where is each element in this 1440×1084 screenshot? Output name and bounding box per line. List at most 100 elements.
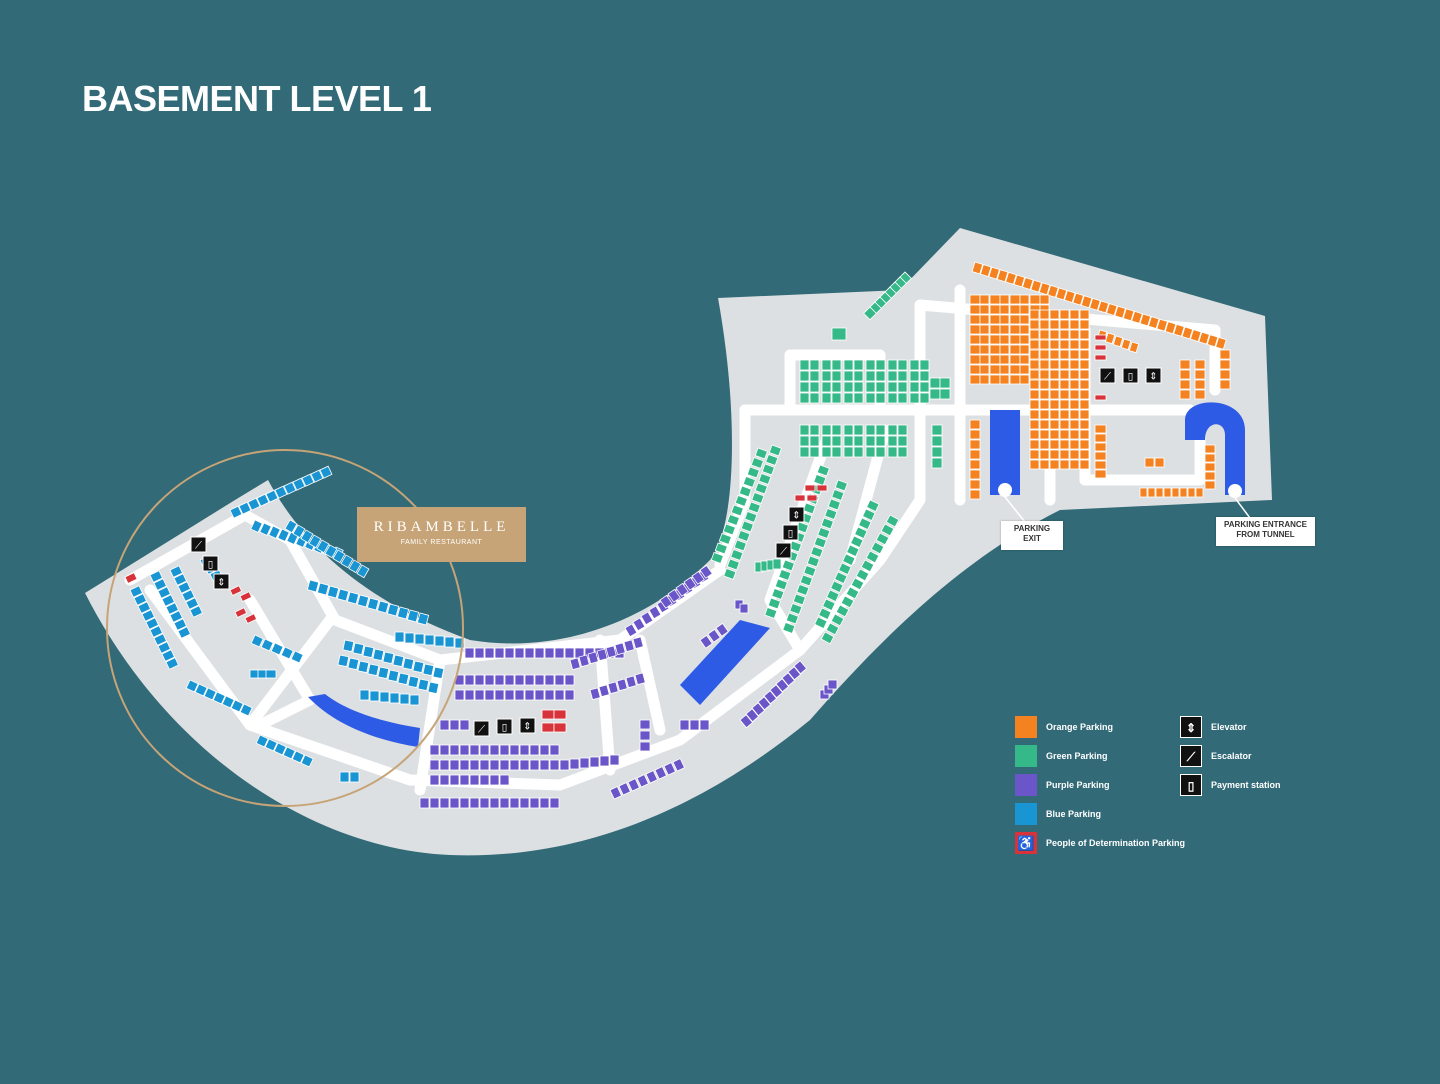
parking-stall (999, 324, 1010, 335)
parking-stall (427, 681, 440, 695)
parking-stall (479, 774, 490, 786)
parking-stall (831, 392, 842, 404)
parking-stall (1059, 359, 1070, 370)
parking-stall (1030, 279, 1042, 293)
parking-stall (308, 534, 322, 549)
parking-stall (1171, 487, 1180, 498)
parking-stall (424, 634, 435, 646)
parking-stall (514, 674, 525, 686)
restaurant-zone-circle (106, 449, 464, 807)
parking-stall (1009, 324, 1021, 335)
parking-stall (744, 510, 758, 523)
elevator-icon: ⇕ (213, 573, 230, 590)
parking-stall (1069, 449, 1080, 460)
parking-stall (347, 657, 360, 671)
parking-stall (854, 526, 868, 540)
parking-stall (999, 314, 1010, 325)
parking-stall (1063, 290, 1076, 304)
parking-stall (782, 621, 796, 634)
parking-stall (799, 424, 810, 436)
parking-stall (1059, 439, 1070, 450)
parking-stall (250, 519, 263, 533)
legend-purple-parking: Purple Parking (1015, 774, 1110, 796)
parking-stall (989, 374, 1001, 385)
parking-stall (389, 692, 400, 704)
parking-stall (157, 641, 171, 654)
elevator-icon: ⇕ (788, 506, 805, 523)
parking-stall (544, 674, 555, 686)
parking-stall (850, 577, 865, 591)
parking-stall (999, 364, 1010, 375)
parking-stall (623, 639, 635, 653)
parking-stall (726, 513, 740, 526)
parking-stall (1019, 344, 1030, 355)
exit-ramp (990, 410, 1020, 495)
parking-stall (230, 699, 244, 713)
parking-stall (793, 660, 808, 675)
parking-stall (689, 719, 700, 731)
parking-stall (1204, 480, 1216, 490)
parking-stall (969, 459, 981, 470)
parking-stall (999, 294, 1010, 305)
elevator-icon: ⇕ (519, 717, 536, 734)
parking-stall (177, 626, 191, 639)
parking-stall (1009, 314, 1021, 325)
parking-stall (429, 759, 440, 771)
parking-stall (969, 489, 981, 500)
parking-stall (1069, 459, 1080, 470)
parking-stall (654, 766, 668, 780)
parking-stall (1059, 419, 1070, 430)
parking-stall (909, 392, 920, 404)
escalator-icon: ⟋ (1180, 745, 1202, 767)
parking-stall (165, 602, 179, 615)
parking-stall (300, 529, 314, 544)
parking-stall (659, 594, 673, 609)
parking-stall (449, 797, 460, 809)
parking-stall (806, 555, 820, 568)
parking-stall (1198, 331, 1210, 345)
restaurant-label[interactable]: RIBAMBELLE FAMILY RESTAURANT (357, 507, 526, 562)
parking-stall (733, 539, 747, 552)
parking-stall (816, 464, 830, 477)
parking-stall (632, 636, 644, 650)
parking-stall (539, 797, 550, 809)
parking-stall (306, 579, 320, 593)
parking-stall (544, 689, 555, 701)
parking-stall (843, 359, 854, 371)
parking-stall (169, 565, 183, 578)
parking-stall (494, 689, 505, 701)
parking-stall (406, 609, 420, 623)
parking-stall (799, 574, 813, 587)
entrance-callout-line (1234, 497, 1251, 519)
parking-stall (1029, 459, 1040, 470)
parking-stall (809, 446, 820, 458)
parking-stall (386, 603, 400, 617)
parking-stall (324, 544, 338, 559)
parking-stall (1079, 319, 1090, 330)
parking-stall (277, 528, 290, 542)
parking-stall (1179, 369, 1191, 380)
parking-stall (929, 388, 941, 400)
svg-text:▯: ▯ (1128, 372, 1134, 383)
parking-stall (866, 499, 880, 513)
parking-stall (484, 647, 495, 659)
parking-stall (579, 757, 590, 769)
parking-stall (1079, 429, 1090, 440)
parking-stall (809, 435, 820, 447)
parking-stall (675, 582, 689, 597)
parking-stall (1079, 359, 1090, 370)
legend-payment-station: ▯ Payment station (1180, 774, 1281, 796)
parking-stall (616, 678, 628, 692)
parking-stall (489, 774, 500, 786)
parking-stall (1080, 295, 1093, 309)
legend-purple-label: Purple Parking (1046, 780, 1110, 790)
road-segment (244, 614, 336, 731)
legend-green-parking: Green Parking (1015, 745, 1108, 767)
parking-stall (1194, 359, 1206, 370)
parking-stall (636, 774, 650, 788)
parking-stall (792, 593, 806, 606)
parking-stall (587, 651, 599, 665)
parking-stall (1029, 429, 1040, 440)
parking-stall (969, 324, 981, 335)
parking-stall (875, 359, 886, 371)
